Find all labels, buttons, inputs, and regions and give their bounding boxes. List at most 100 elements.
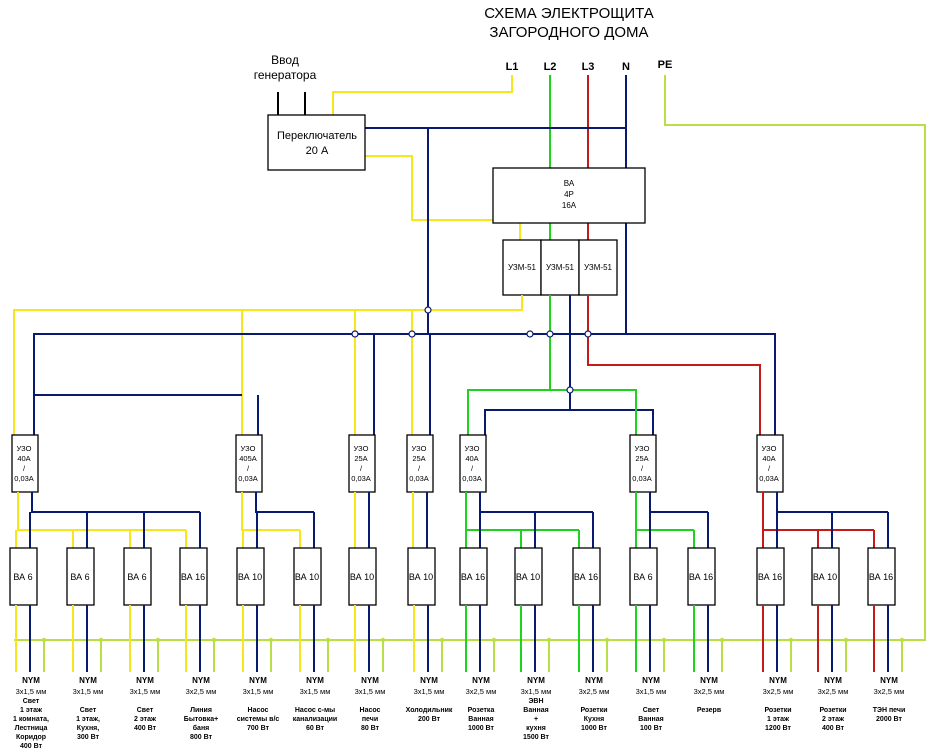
pe-dot	[325, 637, 331, 643]
pe-dot	[268, 637, 274, 643]
bus-l3	[587, 295, 761, 435]
pe-dot	[491, 637, 497, 643]
circuit-1-cable: NYM	[22, 676, 40, 685]
generator-input-label-line2: генератора	[254, 68, 317, 82]
circuit-2-desc-4: 300 Вт	[77, 734, 100, 741]
main-breaker-label-line2: 4Р	[564, 190, 574, 199]
circuit-11-desc-3: 1000 Вт	[581, 725, 607, 732]
phase-label-l3: L3	[582, 61, 595, 73]
pe-dot	[439, 637, 445, 643]
rcd-3-label-1: УЗО	[354, 444, 369, 453]
circuit-2-desc-2: 1 этаж,	[76, 716, 100, 723]
bus-neutral	[33, 333, 626, 435]
pe-dot	[41, 637, 47, 643]
rcd-5-label-2: 40А	[465, 454, 478, 463]
phase-label-l2: L2	[544, 61, 557, 73]
rcd-1-label-4: 0,03А	[14, 474, 34, 483]
breaker-5	[236, 547, 265, 606]
breaker-13	[687, 547, 716, 606]
circuit-13-section: 3х2,5 мм	[694, 687, 725, 696]
circuit-6-cable: NYM	[306, 676, 324, 685]
pe-dot	[788, 637, 794, 643]
circuit-4-section: 3х2,5 мм	[186, 687, 217, 696]
circuit-15-desc-1: Розетки	[819, 707, 846, 714]
circuit-5-desc-3: 700 Вт	[247, 725, 270, 732]
circuit-16-desc-2: 2000 Вт	[876, 716, 902, 723]
wire-pe	[14, 75, 926, 641]
bus-l2-r	[550, 389, 637, 435]
crossings	[351, 306, 592, 394]
rcd-7-label-1: УЗО	[762, 444, 777, 453]
circuit-8-cable: NYM	[420, 676, 438, 685]
rcd-6-label-3: /	[641, 464, 644, 473]
pe-label: PE	[658, 59, 673, 71]
circuit-13-cable: NYM	[700, 676, 718, 685]
circuit-14-cable: NYM	[769, 676, 787, 685]
phase-label-l1: L1	[506, 61, 519, 73]
voltage-relay-2-label: УЗМ-51	[546, 263, 575, 272]
rcd-7-label-3: /	[768, 464, 771, 473]
pe-dot	[843, 637, 849, 643]
circuit-15-cable: NYM	[824, 676, 842, 685]
circuit-14-desc-1: Розетки	[764, 707, 791, 714]
circuit-16-desc-1: ТЭН печи	[873, 707, 906, 714]
circuit-15-desc-2: 2 этаж	[822, 716, 845, 723]
rcd-4-label-3: /	[418, 464, 421, 473]
breaker-15	[811, 547, 840, 606]
breaker-13-label: ВА 16	[689, 572, 713, 582]
rcd-2-label-4: 0,03А	[238, 474, 258, 483]
circuit-11-desc-2: Кухня	[584, 716, 604, 723]
breaker-14-label: ВА 16	[758, 572, 782, 582]
pe-dot	[546, 637, 552, 643]
breaker-12-label: ВА 6	[633, 572, 652, 582]
circuit-12-cable: NYM	[642, 676, 660, 685]
circuit-12-desc-1: Свет	[643, 707, 660, 714]
circuit-5-desc-1: Насос	[248, 707, 269, 714]
voltage-relay-3-label: УЗМ-51	[584, 263, 613, 272]
rcd-3	[348, 434, 376, 493]
rcd-7-label-4: 0,03А	[759, 474, 779, 483]
transfer-switch	[267, 114, 366, 171]
circuit-8-desc-1: Холодильник	[406, 707, 453, 714]
pe-dot	[899, 637, 905, 643]
rcd-7	[756, 434, 784, 493]
circuit-4-desc-1: Линия	[190, 707, 212, 714]
circuit-2-desc-1: Свет	[80, 707, 97, 714]
circuit-3-section: 3х1,5 мм	[130, 687, 161, 696]
rcd-1-label-3: /	[23, 464, 26, 473]
circuit-2-section: 3х1,5 мм	[73, 687, 104, 696]
rcd-2	[235, 434, 263, 493]
breaker-2-label: ВА 6	[70, 572, 89, 582]
generator-input-label-line1: Ввод	[271, 53, 299, 67]
breaker-16-label: ВА 16	[869, 572, 893, 582]
circuit-5-cable: NYM	[249, 676, 267, 685]
rcd-1-label-2: 40А	[17, 454, 30, 463]
circuit-7-desc-1: Насос	[360, 707, 381, 714]
pe-dot	[604, 637, 610, 643]
voltage-relay-1	[502, 239, 542, 296]
main-breaker	[492, 167, 646, 224]
feed-neutral-rcd-2	[255, 492, 314, 513]
breaker-1-label: ВА 6	[13, 572, 32, 582]
feed-neutral-rcd-7	[776, 492, 888, 513]
breaker-9-label: ВА 16	[461, 572, 485, 582]
circuit-14-desc-2: 1 этаж	[767, 716, 790, 723]
circuit-10-desc-4: кухня	[526, 725, 546, 732]
rcd-2-label-3: /	[247, 464, 250, 473]
circuit-6-desc-3: 60 Вт	[306, 725, 325, 732]
voltage-relay-3	[578, 239, 618, 296]
main-breaker-label-line3: 16А	[562, 201, 577, 210]
circuit-1-desc-4: Лестница	[15, 725, 48, 732]
bus-l2	[467, 295, 551, 435]
circuit-4-cable: NYM	[192, 676, 210, 685]
rcd-5-label-3: /	[471, 464, 474, 473]
circuit-9-section: 3х2,5 мм	[466, 687, 497, 696]
neutral-label: N	[622, 61, 630, 73]
circuit-10-desc-5: 1500 Вт	[523, 734, 549, 741]
breaker-9	[459, 547, 488, 606]
circuit-11-desc-1: Розетки	[580, 707, 607, 714]
circuit-16-section: 3х2,5 мм	[874, 687, 905, 696]
rcd-6	[629, 434, 657, 493]
